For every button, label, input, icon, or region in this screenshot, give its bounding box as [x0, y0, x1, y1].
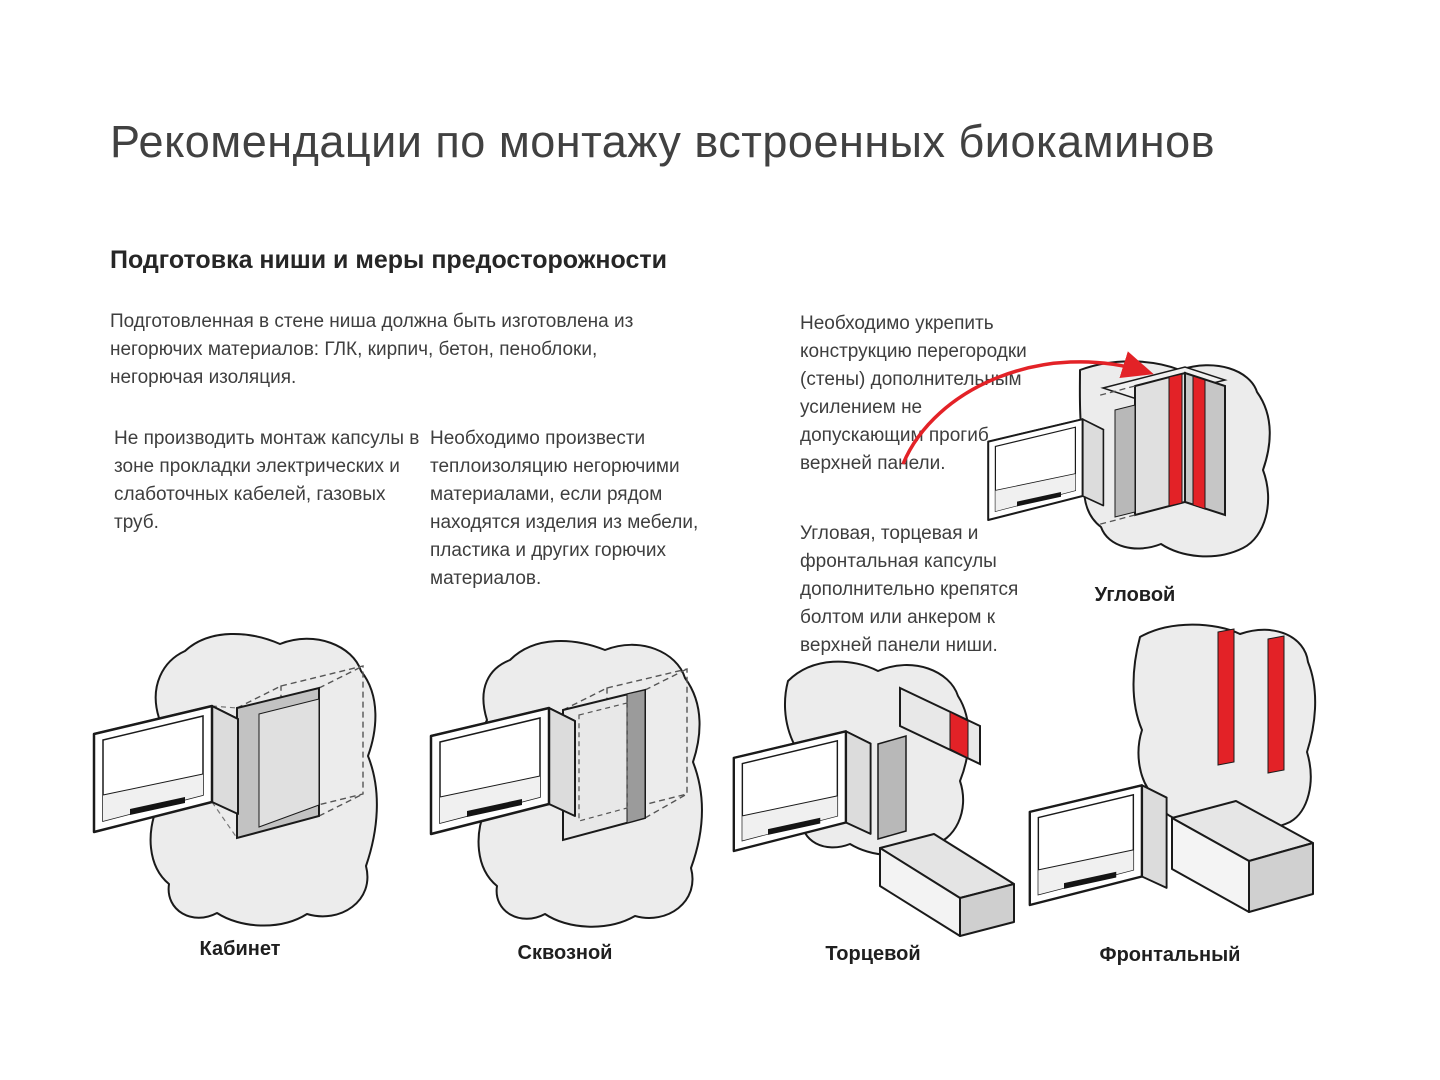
- paragraph-niche-materials: Подготовленная в стене ниша должна быть …: [110, 311, 634, 388]
- page-title: Рекомендации по монтажу встроенных биока…: [110, 116, 1216, 167]
- diagram-corner: Угловой: [985, 352, 1285, 607]
- diagram-frontal: Фронтальный: [1020, 612, 1320, 967]
- red-stripe-left: [1217, 628, 1235, 766]
- cabinet-illustration: [92, 632, 378, 927]
- label-corner: Угловой: [1094, 584, 1176, 606]
- label-frontal: Фронтальный: [1099, 944, 1241, 966]
- niche-back: [258, 698, 320, 828]
- through-opening-outline: [578, 702, 628, 822]
- corner-illustration: [987, 360, 1271, 558]
- paragraph-insulation: Необходимо произвести теплоизоляцию него…: [430, 428, 699, 589]
- frontal-illustration: [1028, 623, 1317, 913]
- through-illustration: [429, 640, 703, 928]
- red-stripe-right: [1267, 635, 1285, 774]
- red-stripe: [949, 711, 969, 759]
- diagram-cabinet: Кабинет: [85, 616, 395, 961]
- red-stripe-front: [1168, 373, 1183, 507]
- niche-shadow: [1114, 404, 1136, 518]
- section-heading: Подготовка ниши и меры предосторожности: [110, 246, 667, 274]
- diagram-through: Сквозной: [415, 620, 715, 965]
- end-illustration: [732, 660, 1015, 937]
- paragraph-no-cables: Не производить монтаж капсулы в зоне про…: [114, 428, 420, 533]
- label-cabinet: Кабинет: [199, 938, 281, 960]
- niche-side-wall: [626, 689, 646, 824]
- niche-shadow: [877, 735, 907, 840]
- beam-side: [959, 883, 1015, 937]
- paragraph-anchoring: Угловая, торцевая и фронтальная капсулы …: [800, 523, 1019, 656]
- ledge-side: [1248, 842, 1314, 913]
- label-end: Торцевой: [825, 943, 921, 965]
- label-through: Сквозной: [517, 942, 613, 964]
- red-stripe-side: [1192, 375, 1206, 510]
- diagram-end: Торцевой: [728, 626, 1018, 966]
